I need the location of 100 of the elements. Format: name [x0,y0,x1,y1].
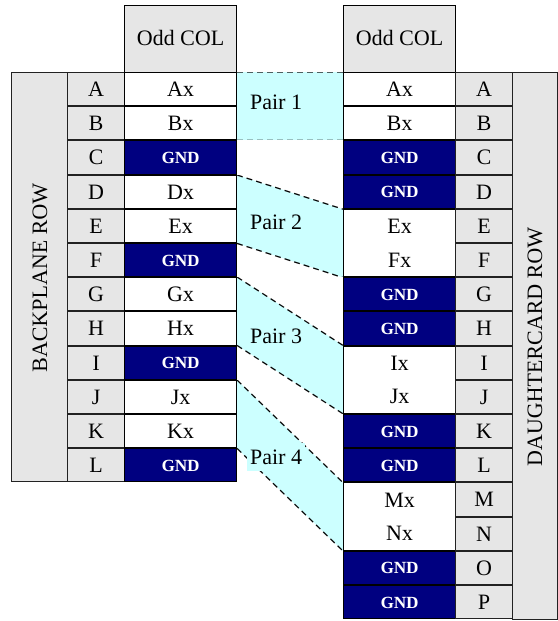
ground-cell [343,277,456,312]
row-letter-cell [67,414,125,448]
pin-name: Gx [167,283,194,306]
pin-name: GND [380,594,418,611]
pin-name: Ax [386,78,413,100]
row-letter-cell [455,550,513,585]
pin-name: Ax [167,78,194,100]
pin-name: GND [380,559,418,576]
row-letter: K [88,420,104,442]
column-heading: Odd COL [356,24,444,52]
signal-cell [124,174,237,209]
signal-cell [343,482,456,551]
row-letter: O [476,556,492,579]
pin-name: Ex [387,215,412,238]
row-letter-cell [455,208,513,243]
pin-name: GND [380,456,418,474]
row-letter: B [88,112,104,134]
row-letter-cell [455,414,513,448]
row-letter: J [480,386,488,408]
row-letter: E [89,214,103,237]
row-letter: B [476,112,492,134]
row-letter-cell [67,72,125,106]
row-letter-cell [455,72,513,106]
row-letter: H [476,317,492,340]
pin-name: Jx [170,386,190,408]
signal-cell [124,380,237,414]
row-letter-cell [67,208,125,243]
row-letter: P [478,591,490,614]
row-letter: E [477,214,491,237]
ground-cell [124,448,237,482]
row-letter: D [476,180,492,203]
signal-cell [124,106,237,140]
row-letter: G [88,283,104,306]
row-letter-cell [67,106,125,140]
pin-name: Ix [390,352,409,374]
row-letter: G [476,283,492,306]
axis-title: DAUGHTERCARD ROW [524,226,546,466]
row-letter: L [477,454,491,476]
signal-cell [124,414,237,448]
ground-cell [124,243,237,278]
side-panel [512,72,558,620]
ground-cell [343,311,456,346]
pin-name: Ex [168,214,193,237]
row-letter-cell [67,140,125,175]
ground-cell [343,414,456,448]
pin-name: Dx [167,180,194,203]
ground-cell [124,346,237,380]
row-letter: F [478,249,490,272]
row-letter: L [89,454,103,476]
ground-cell [343,550,456,585]
row-letter: N [476,522,492,545]
pin-name: Nx [386,522,413,544]
pin-name: GND [380,148,418,166]
pin-name: GND [380,183,418,200]
row-letter-cell [455,346,513,380]
ground-cell [343,174,456,209]
row-letter: A [88,78,104,100]
row-letter-cell [455,243,513,278]
row-letter: K [476,420,492,442]
pin-name: GND [380,286,418,303]
row-letter: I [92,352,100,374]
header-cell [343,5,456,72]
row-letter-cell [455,140,513,175]
pin-name: Fx [388,248,412,271]
signal-cell [343,106,456,140]
row-letter-cell [67,346,125,380]
row-letter: C [476,146,492,168]
row-letter-cell [455,106,513,140]
row-letter-cell [455,311,513,346]
ground-cell [124,140,237,175]
signal-cell [124,208,237,243]
row-letter-cell [67,277,125,312]
ground-cell [343,140,456,175]
pin-name: GND [380,320,418,337]
row-letter: I [480,352,488,374]
pair-label: Pair 4 [247,442,305,472]
pin-name: GND [162,252,200,269]
signal-cell [343,208,456,278]
row-letter: H [88,317,104,340]
signal-cell [124,72,237,106]
row-letter-cell [455,482,513,517]
pin-name: GND [380,422,418,440]
row-letter-cell [67,448,125,482]
pin-name: Bx [386,112,412,134]
signal-cell [124,311,237,346]
pin-name: Hx [167,317,194,340]
axis-title: BACKPLANE ROW [28,182,50,372]
ground-cell [343,585,456,620]
row-letter: D [88,180,104,203]
row-letter-cell [67,380,125,414]
side-panel [11,72,68,482]
signal-cell [124,277,237,312]
ground-cell [343,448,456,482]
row-letter: J [92,386,100,408]
row-letter: A [476,78,492,100]
row-letter-cell [67,311,125,346]
pin-name: Mx [384,488,415,511]
row-letter-cell [67,243,125,278]
row-letter-cell [455,516,513,551]
signal-cell [343,72,456,106]
